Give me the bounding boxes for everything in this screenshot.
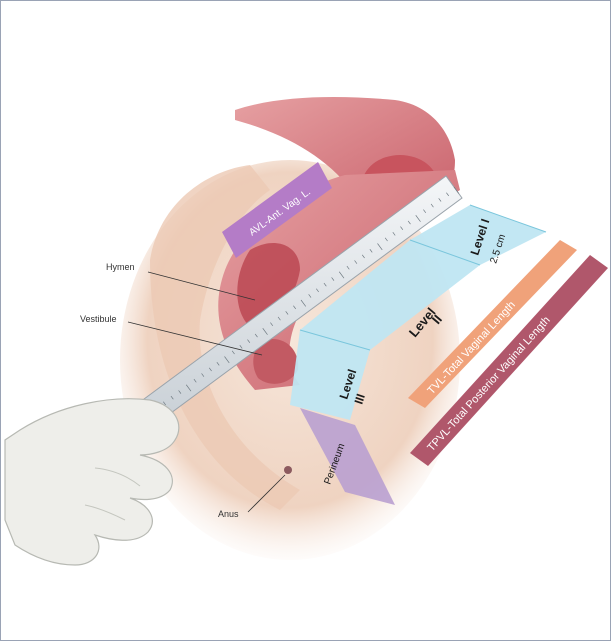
gloved-hand (5, 399, 179, 565)
anus-mark (284, 466, 292, 474)
vestibule-label: Vestibule (80, 314, 117, 324)
anus-label: Anus (218, 509, 239, 519)
hymen-label: Hymen (106, 262, 135, 272)
